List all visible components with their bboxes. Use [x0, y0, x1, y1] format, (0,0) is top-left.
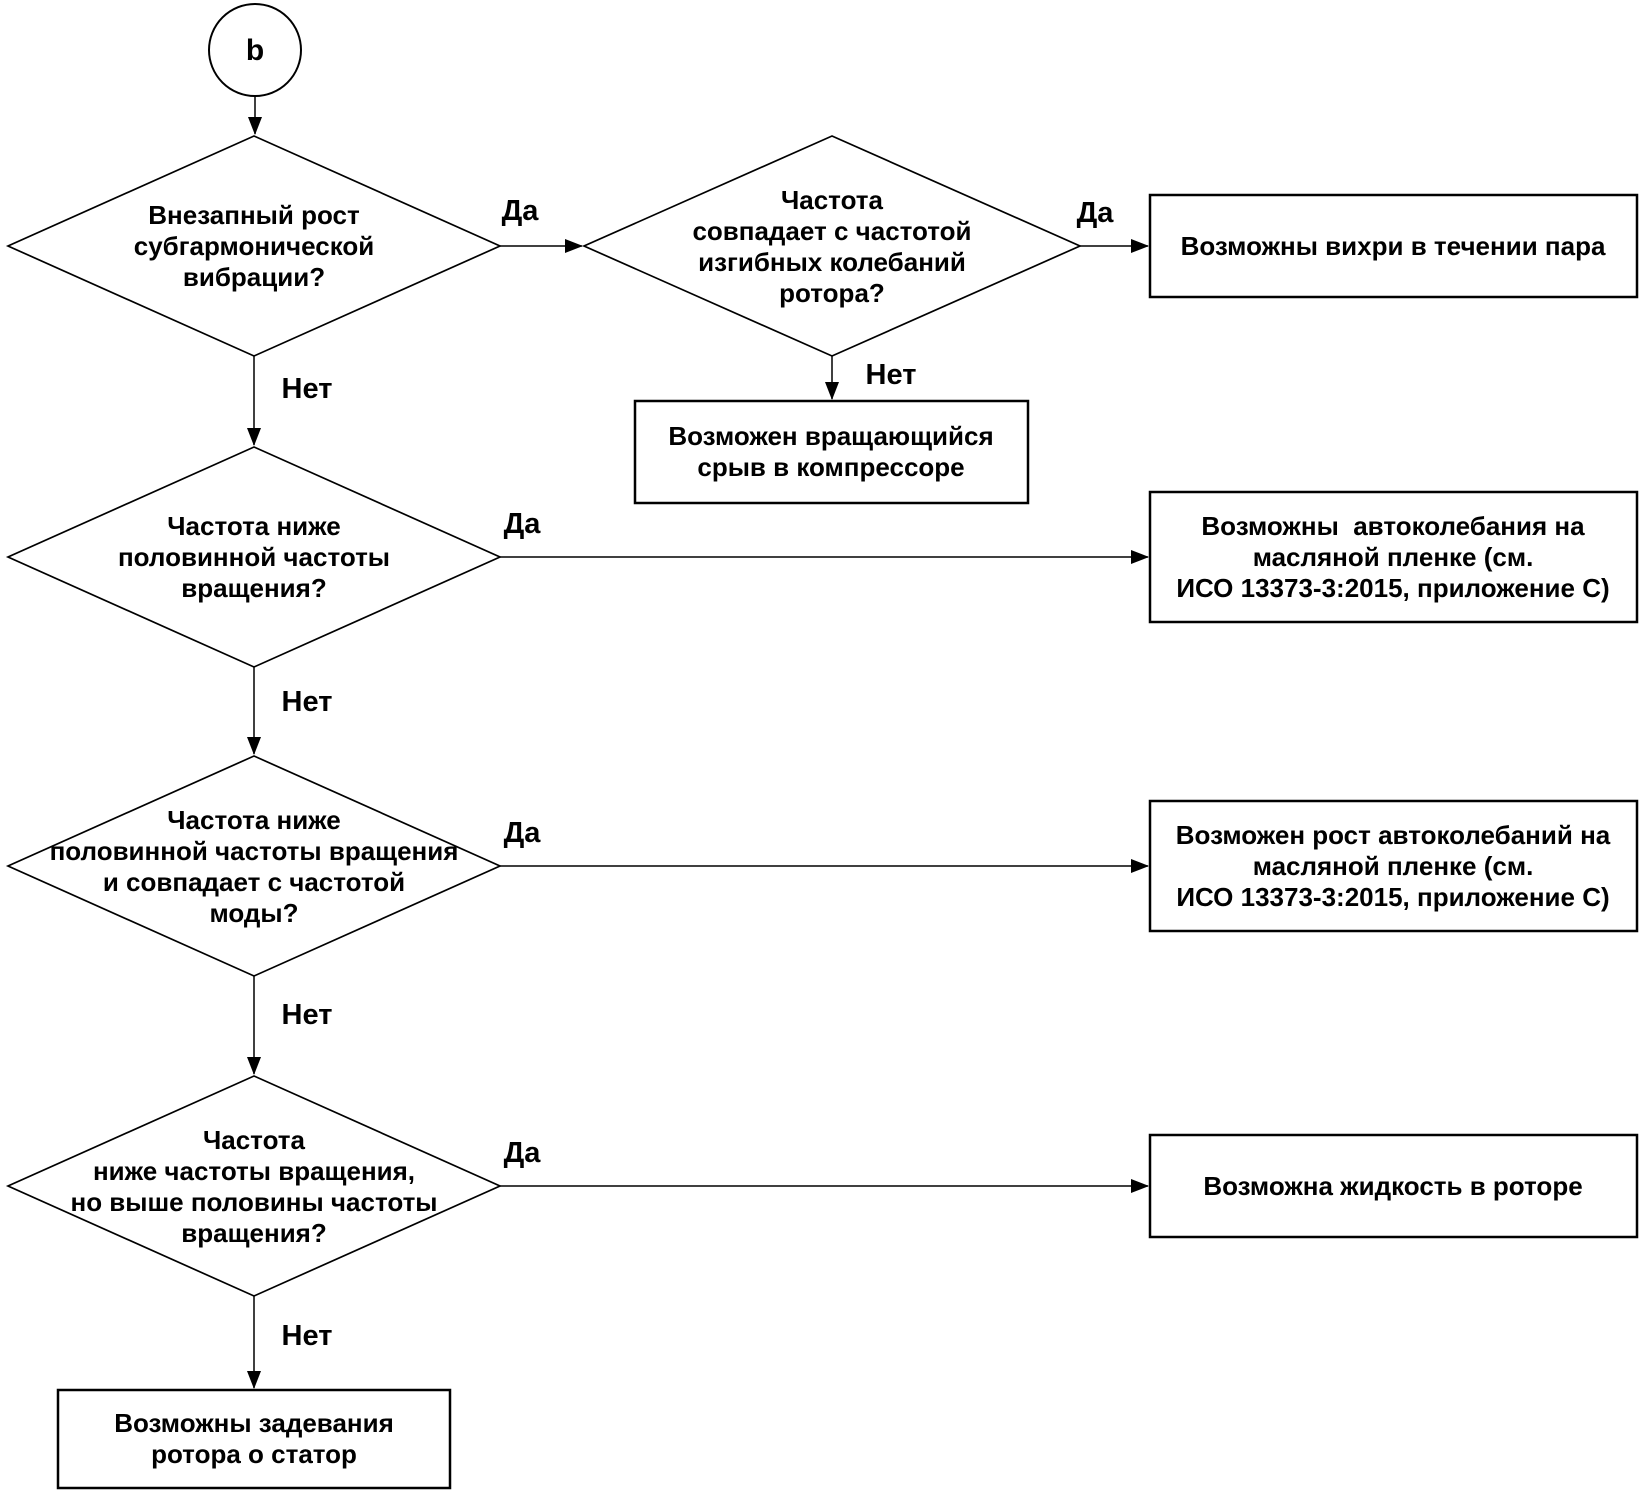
branch-label-yes-decision3: Да — [503, 507, 541, 540]
decision-text-below-speed-above-half: Частота ниже частоты вращения, но выше п… — [70, 1125, 438, 1248]
decision-text-below-half-speed-mode-frequency: Частота ниже половинной частоты вращения… — [49, 805, 459, 928]
outcome-box-rotating-stall — [633, 399, 1030, 505]
entry-connector-label: b — [245, 34, 265, 67]
branch-label-no-decision5: Нет — [281, 1319, 333, 1352]
outcome-text-rotor-stator-rub: Возможны задевания ротора о статор — [114, 1408, 394, 1469]
branch-label-no-decision3: Нет — [281, 685, 333, 718]
decision-text-below-half-speed: Частота ниже половинной частоты вращения… — [117, 510, 391, 603]
branch-label-no-decision1: Нет — [281, 372, 333, 405]
outcome-box-oil-film-oscillation-growth — [1148, 799, 1639, 933]
outcome-text-liquid-in-rotor: Возможна жидкость в роторе — [1203, 1170, 1583, 1201]
outcome-text-rotating-stall: Возможен вращающийся срыв в компрессоре — [668, 421, 994, 482]
branch-label-yes-decision1: Да — [501, 194, 539, 227]
outcome-box-steam-vortices — [1148, 193, 1639, 299]
decision-text-matches-bending-frequency: Частота совпадает с частотой изгибных ко… — [692, 185, 972, 308]
branch-label-yes-decision2: Да — [1076, 196, 1114, 229]
branch-label-no-decision2: Нет — [865, 358, 917, 391]
decision-text-subharmonic-growth: Внезапный рост субгармонической вибрации… — [133, 199, 375, 292]
branch-label-no-decision4: Нет — [281, 998, 333, 1031]
outcome-text-oil-film-oscillation: Возможны автоколебания на масляной пленк… — [1176, 510, 1610, 603]
branch-label-yes-decision4: Да — [503, 816, 541, 849]
branch-label-yes-decision5: Да — [503, 1136, 541, 1169]
outcome-box-liquid-in-rotor — [1148, 1133, 1639, 1239]
outcome-text-oil-film-oscillation-growth: Возможен рост автоколебаний на масляной … — [1175, 819, 1611, 912]
outcome-box-oil-film-oscillation — [1148, 490, 1639, 624]
outcome-text-steam-vortices: Возможны вихри в течении пара — [1180, 230, 1606, 261]
outcome-box-rotor-stator-rub — [56, 1388, 452, 1490]
